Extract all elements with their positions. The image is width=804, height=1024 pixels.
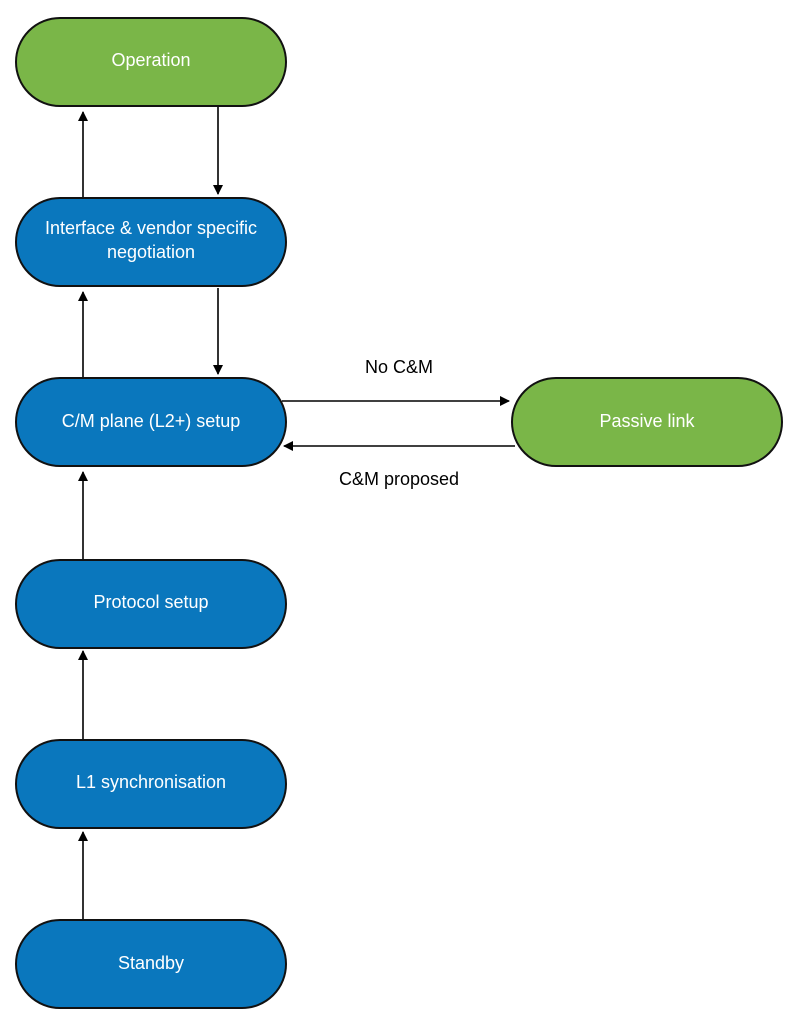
node-cm-plane-label: C/M plane (L2+) setup: [62, 411, 241, 431]
node-passive-link: Passive link: [511, 377, 783, 467]
node-standby: Standby: [15, 919, 287, 1009]
node-operation: Operation: [15, 17, 287, 107]
edges: [78, 107, 515, 919]
node-cm-plane: C/M plane (L2+) setup: [15, 377, 287, 467]
node-l1-synchronisation: L1 synchronisation: [15, 739, 287, 829]
node-standby-label: Standby: [118, 953, 184, 973]
edge-label-cm-proposed: C&M proposed: [339, 469, 459, 489]
edge-label-no-cm: No C&M: [365, 357, 433, 377]
node-negotiation: Interface & vendor specific negotiation: [15, 197, 287, 287]
node-operation-label: Operation: [111, 50, 190, 70]
node-protocol-setup: Protocol setup: [15, 559, 287, 649]
node-protocol-setup-label: Protocol setup: [93, 592, 208, 612]
node-l1-synchronisation-label: L1 synchronisation: [76, 772, 226, 792]
node-negotiation-label-line2: negotiation: [107, 242, 195, 262]
node-negotiation-label-line1: Interface & vendor specific: [45, 218, 257, 238]
node-passive-link-label: Passive link: [599, 411, 695, 431]
